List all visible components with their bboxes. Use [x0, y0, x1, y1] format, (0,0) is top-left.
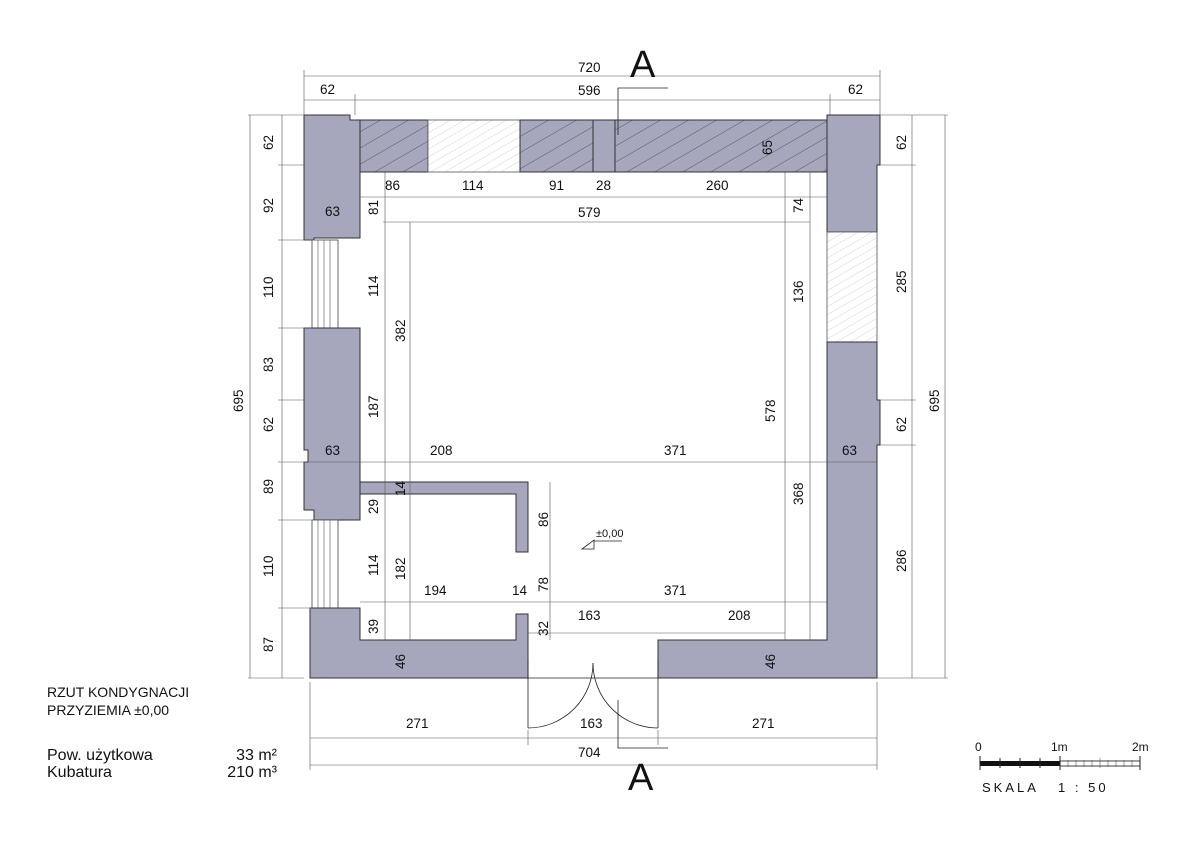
left-window-lower: [311, 519, 339, 609]
top-wall-left-segment: [359, 119, 429, 173]
scale-bar: 0 1m 2m SKALA 1 : 50: [975, 740, 1149, 795]
dim-right-74: 74: [791, 197, 806, 213]
dim-outer-left-total: 695: [231, 389, 246, 412]
dim-right-578: 578: [763, 399, 778, 422]
plan-title-line1: RZUT KONDYGNACJI: [47, 684, 190, 700]
top-window-opening: [427, 119, 521, 173]
dim-left-46: 46: [393, 654, 408, 669]
dim-bottom-271-right: 271: [752, 716, 775, 731]
volume-value: 210 m³: [227, 764, 277, 781]
dim-top-window-seg5: 260: [706, 178, 729, 193]
dim-top-window-seg2: 114: [462, 178, 484, 193]
dim-mid-78: 78: [536, 577, 551, 592]
left-wall-middle-pier: [303, 327, 361, 521]
interior-partition-wall: [359, 481, 529, 553]
area-summary: Pow. użytkowa 33 m² Kubatura 210 m³: [47, 747, 277, 781]
level-mark: ±0,00: [580, 528, 623, 550]
dim-left-382: 382: [393, 319, 408, 342]
dim-bottom-271-left: 271: [406, 716, 429, 731]
dim-left-wall-63-mid: 63: [325, 443, 340, 458]
right-wall-upper: [826, 114, 881, 233]
section-marker-top: A: [630, 44, 656, 86]
dim-outer-left-89: 89: [261, 479, 276, 494]
dim-outer-right-62-top: 62: [894, 135, 909, 150]
dim-bottom-total: 704: [578, 745, 601, 760]
plan-title: RZUT KONDYGNACJI PRZYZIEMIA ±0,00: [47, 683, 189, 719]
dim-left-39: 39: [366, 619, 381, 634]
dim-mid-194: 194: [424, 583, 447, 598]
dim-left-182: 182: [393, 557, 408, 580]
area-label: Pow. użytkowa: [47, 747, 153, 764]
dim-outer-left-62-mid: 62: [261, 417, 276, 432]
dim-left-81: 81: [366, 200, 381, 215]
dim-outer-right-62-mid: 62: [894, 417, 909, 432]
left-window-upper: [311, 239, 339, 329]
dim-outer-left-110-lower: 110: [261, 555, 276, 577]
dimension-labels: 720 62 596 62 86 114 91 28 260 579 65 63…: [231, 60, 942, 760]
section-marker-bottom: A: [628, 757, 654, 799]
dim-top-window-seg3: 91: [549, 178, 564, 193]
dim-left-29: 29: [366, 499, 381, 514]
dim-outer-left-92: 92: [261, 198, 276, 213]
dim-right-136: 136: [791, 280, 806, 303]
dim-top-inner: 596: [578, 83, 601, 98]
right-wall-lower: [657, 341, 881, 679]
dim-outer-left-83: 83: [261, 357, 276, 372]
dim-right-wall-63: 63: [842, 443, 857, 458]
dim-mid-14-vert: 14: [393, 480, 408, 496]
entrance-door: [527, 660, 659, 729]
dimension-lines: [248, 70, 948, 770]
dim-mid-371-upper: 371: [664, 443, 687, 458]
top-chimney-segment: [592, 119, 616, 173]
dim-left-114-lower: 114: [366, 554, 381, 576]
dim-mid-14-horiz: 14: [512, 583, 528, 598]
section-markers: A A: [617, 44, 668, 799]
dim-right-368: 368: [791, 482, 806, 505]
bottom-left-wall: [309, 607, 529, 679]
dim-outer-right-285: 285: [894, 270, 909, 293]
dim-top-right-wall: 62: [848, 82, 863, 97]
dim-top-left-wall: 62: [320, 82, 335, 97]
dim-outer-left-62-top: 62: [261, 135, 276, 150]
volume-label: Kubatura: [47, 764, 112, 781]
dim-left-114-upper: 114: [366, 275, 381, 297]
dim-mid-371-lower: 371: [664, 583, 687, 598]
dim-outer-left-87: 87: [261, 637, 276, 652]
dim-left-wall-63-top: 63: [325, 204, 340, 219]
plan-title-line2: PRZYZIEMIA ±0,00: [47, 702, 170, 718]
scale-label-1m: 1m: [1051, 740, 1068, 754]
dim-outer-right-total: 695: [927, 389, 942, 412]
dim-right-46: 46: [763, 654, 778, 669]
top-wall-mid-segment: [519, 119, 594, 173]
left-wall-upper-pier: [303, 114, 361, 241]
dim-top-wall-thickness: 65: [760, 140, 775, 155]
scale-caption: SKALA 1 : 50: [982, 780, 1109, 795]
dim-mid-32: 32: [536, 621, 551, 636]
dim-mid-208: 208: [430, 443, 453, 458]
dim-bottom-163: 163: [580, 716, 603, 731]
dim-top-window-seg1: 86: [385, 178, 400, 193]
dim-outer-right-286: 286: [894, 549, 909, 572]
dim-mid-163-inner: 163: [578, 608, 601, 623]
level-mark-text: ±0,00: [596, 528, 623, 540]
dim-left-187: 187: [366, 395, 381, 418]
dim-inner-width: 579: [578, 205, 601, 220]
right-window: [826, 231, 878, 343]
scale-label-0: 0: [975, 740, 982, 754]
top-wall-right-segment: [614, 119, 828, 173]
dim-mid-208-lower: 208: [728, 608, 751, 623]
dim-top-window-seg4: 28: [596, 178, 611, 193]
dim-top-total: 720: [578, 60, 601, 75]
dim-mid-86: 86: [536, 512, 551, 527]
area-value: 33 m²: [236, 747, 277, 764]
scale-label-2m: 2m: [1132, 740, 1149, 754]
dim-outer-left-110-upper: 110: [261, 276, 276, 298]
